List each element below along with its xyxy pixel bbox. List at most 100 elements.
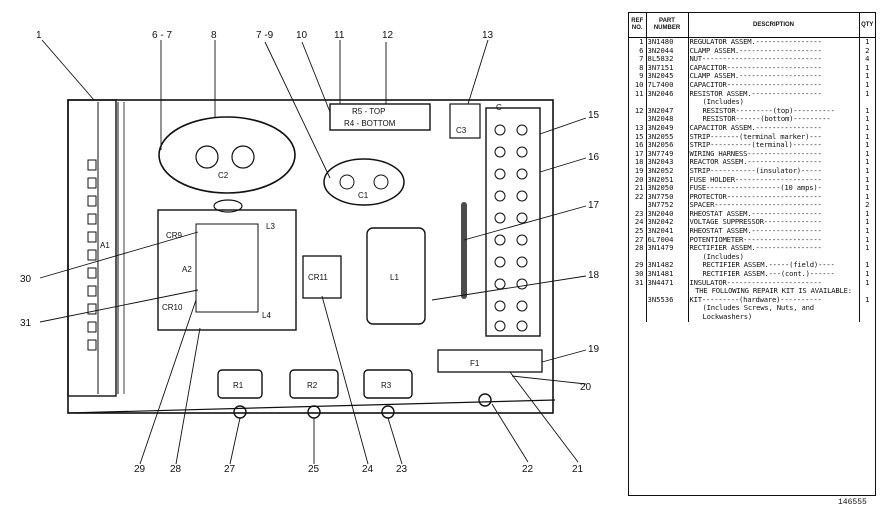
cell-qty: 1 [865,115,870,124]
c2-terminal-left [195,145,219,169]
rectifier-assembly-a2 [157,209,297,331]
cell-qty: 1 [865,218,870,227]
label-cr9: CR9 [166,231,183,240]
cell-ref: 15 [629,132,647,142]
cell-desc: CLAMP ASSEM.-------------------- [688,46,860,56]
callout-8: 8 [211,30,217,41]
callout-25: 25 [308,464,320,475]
header-ref-no: REF NO. [629,13,647,38]
callout-17: 17 [588,200,600,211]
label-l4: L4 [262,311,271,320]
callout-6-7: 6 - 7 [152,30,172,41]
cell-desc: CAPACITOR----------------------- [688,80,860,90]
cell-part: 3N7749 [646,149,689,159]
cell-ref: 23 [629,209,647,219]
cell-ref: 10 [629,80,647,90]
label-r3: R3 [381,381,392,390]
table-row: THE FOLLOWING REPAIR KIT IS AVAILABLE: [629,287,875,296]
cell-qty: 1 [865,149,870,158]
cell-desc: WIRING HARNESS------------------ [688,149,860,159]
cell-desc: (Includes) [688,98,860,107]
cell-ref: 16 [629,141,647,150]
label-c2: C2 [218,171,229,180]
cell-ref: 24 [629,218,647,228]
cell-qty: 1 [865,158,870,167]
cell-part: 3N1480 [646,37,689,47]
cell-qty: 1 [865,192,870,201]
callout-27: 27 [224,464,236,475]
cell-part: 3N4471 [646,278,689,288]
label-a1: A1 [100,241,110,250]
label-l1: L1 [390,273,399,282]
cell-qty [859,253,875,262]
callout-1: 1 [36,30,42,41]
cell-part: 3N2052 [646,166,689,176]
cell-ref: 22 [629,192,647,202]
callout-30: 30 [20,274,32,285]
cell-ref: 1 [629,37,647,47]
cell-qty: 1 [865,209,870,218]
callout-24: 24 [362,464,374,475]
callout-19: 19 [588,344,600,355]
cell-ref: 28 [629,244,647,253]
cell-desc: CAPACITOR ASSEM.---------------- [688,123,860,133]
cell-ref: 31 [629,278,647,288]
cell-part: 3N1481 [646,270,689,279]
knob-shafts [233,393,492,419]
cell-part [646,304,689,313]
fuse-holder [437,349,543,373]
table-row: (Includes) [629,98,875,107]
cell-part [646,252,689,262]
cell-desc: FUSE HOLDER--------------------- [688,175,860,185]
callout-12: 12 [382,30,394,41]
parts-table-header: REF NO. PART NUMBER DESCRIPTION QTY [629,13,875,38]
callout-18: 18 [588,270,600,281]
mounting-bracket [67,99,117,397]
cell-desc: (Includes Screws, Nuts, and [688,304,860,313]
cell-qty: 4 [865,55,870,64]
cell-desc: RESISTOR---------(top)---------- [688,106,860,116]
callout-28: 28 [170,464,182,475]
cell-qty: 1 [865,235,870,244]
cell-ref [629,304,647,313]
cell-qty: 1 [865,106,870,115]
cell-ref [629,201,647,210]
cell-desc: REACTOR ASSEM.------------------ [688,158,860,167]
voltage-suppressor-cr11 [302,255,342,299]
cell-desc: RECTIFIER ASSEM.-----(field)---- [688,261,860,271]
cell-qty: 1 [865,89,870,98]
table-row: (Includes Screws, Nuts, and [629,304,875,313]
header-part-number: PART NUMBER [646,13,689,38]
label-c3: C3 [456,126,467,135]
terminal-screws [494,124,528,332]
leader-lines [39,39,587,465]
cell-desc: REGULATOR ASSEM.---------------- [688,37,860,47]
cell-part [646,287,689,296]
capacitor-c1 [323,158,405,206]
callout-15: 15 [588,110,600,121]
cell-desc: THE FOLLOWING REPAIR KIT IS AVAILABLE: [688,287,860,296]
cell-part: 3N7750 [646,192,689,202]
cell-desc: RESISTOR ASSEM.----------------- [688,89,860,99]
callout-23: 23 [396,464,408,475]
cell-ref: 30 [629,270,647,279]
cell-part: 3N1482 [646,261,689,271]
label-cr10: CR10 [162,303,183,312]
label-l3: L3 [266,222,275,231]
c1-terminal-right [373,174,389,190]
